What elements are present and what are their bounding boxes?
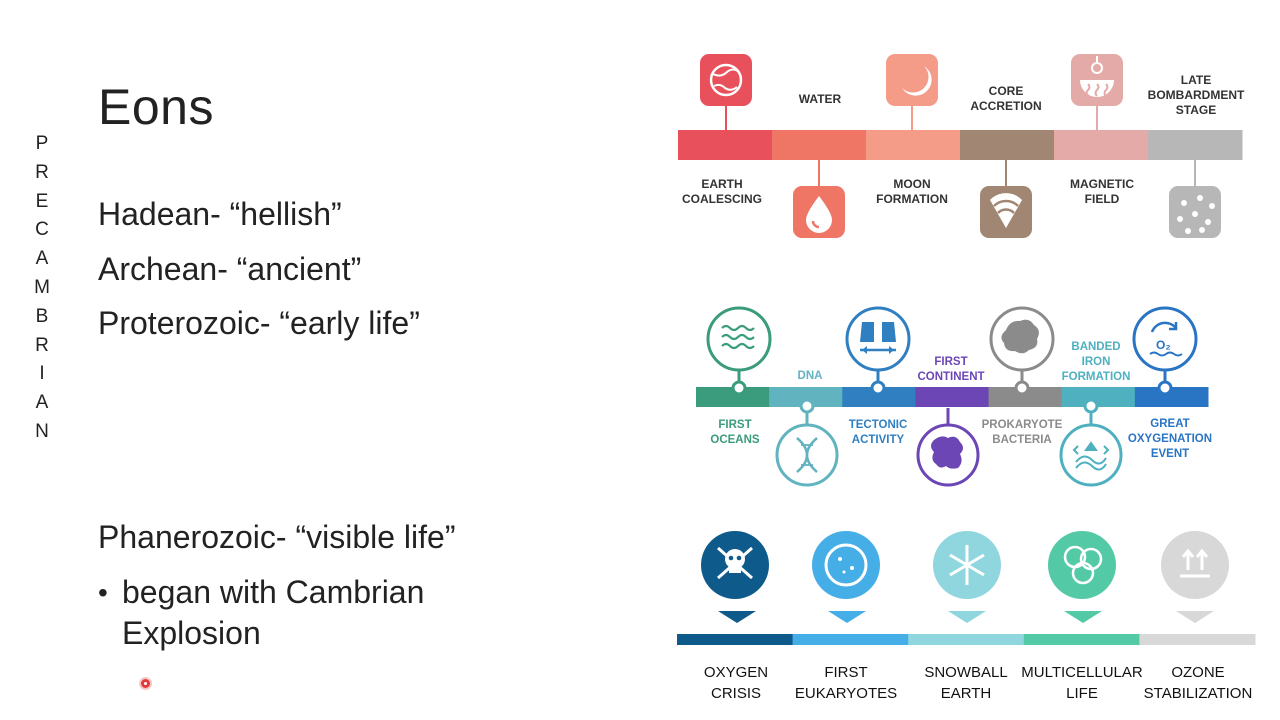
proterozoic-timeline-segment (908, 634, 1025, 645)
vertical-letter: B (35, 305, 49, 327)
archean-timeline-segment (915, 387, 990, 407)
label-water: WATER (798, 92, 842, 106)
bullet-text: began with Cambrian Explosion (122, 574, 425, 651)
eon-phanerozoic: Phanerozoic- “visible life” (98, 519, 456, 555)
label-banded-iron-formation: BANDED IRON FORMATION (1061, 341, 1131, 383)
skull-crossbones-icon (701, 531, 769, 599)
eon-proterozoic: Proterozoic- “early life” (98, 305, 420, 341)
svg-text:O₂: O₂ (1156, 338, 1171, 352)
label-tectonic-activity: TECTONIC ACTIVITY (848, 419, 908, 446)
vertical-letter: A (35, 248, 49, 270)
label-magnetic-field: MAGNETIC FIELD (1070, 177, 1134, 206)
label-ozone-stabilization: OZONE STABILIZATION (1143, 664, 1253, 702)
moon-icon (886, 54, 938, 106)
label-first-continent: FIRST CONTINENT (917, 356, 985, 383)
vertical-letter: R (35, 334, 49, 356)
vertical-letter: A (35, 392, 49, 414)
vertical-precambrian-label: P R E C A M B R I A N (34, 130, 50, 447)
vertical-letter: C (35, 219, 49, 241)
hadean-timeline-segment (1148, 130, 1243, 160)
waves-icon (721, 324, 755, 350)
vertical-letter: P (35, 133, 49, 154)
bullet-item: • began with Cambrian Explosion (98, 572, 482, 654)
proterozoic-timeline-segment (677, 634, 794, 645)
label-snowball-earth: SNOWBALL EARTH (924, 664, 1008, 702)
archean-timeline-segment (988, 387, 1063, 407)
label-first-oceans: FIRST OCEANS (710, 419, 760, 446)
label-multicellular-life: MULTICELLULAR LIFE (1021, 664, 1143, 702)
vertical-letter: I (39, 363, 45, 385)
laser-pointer-icon (141, 679, 150, 688)
label-earth-coalescing: EARTH COALESCING (681, 177, 762, 206)
tectonic-plates-icon (860, 322, 896, 354)
slide-title: Eons (98, 79, 214, 135)
label-oxygen-crisis: OXYGEN CRISIS (703, 664, 769, 702)
eon-hadean: Hadean- “hellish” (98, 196, 342, 232)
planet-icon (700, 54, 752, 106)
dna-icon (796, 437, 818, 473)
proterozoic-timeline-segment (1023, 634, 1140, 645)
label-moon-formation: MOON FORMATION (876, 177, 948, 206)
archean-timeline-segment (696, 387, 770, 407)
magnet-field-icon (1071, 54, 1123, 106)
label-late-bombardment: LATE BOMBARDMENT STAGE (1147, 73, 1245, 117)
water-drop-icon (793, 186, 845, 238)
snowflake-icon (933, 531, 1001, 599)
label-dna: DNA (797, 370, 823, 382)
label-first-eukaryotes: FIRST EUKARYOTES (794, 664, 898, 702)
label-great-oxygenation-event: GREAT OXYGENATION EVENT (1127, 418, 1213, 460)
hadean-timeline-segment (1054, 130, 1149, 160)
vertical-letter: R (35, 161, 49, 183)
iron-layers-icon (1072, 441, 1110, 471)
archean-timeline-segment (1061, 387, 1136, 407)
continent-icon (931, 436, 963, 469)
hadean-timeline-segment (960, 130, 1055, 160)
hadean-timeline-segment (866, 130, 961, 160)
eon-archean: Archean- “ancient” (98, 251, 362, 287)
archean-timeline-segment (842, 387, 916, 407)
meteor-rain-icon (1169, 186, 1221, 238)
hadean-timeline-segment (772, 130, 867, 160)
vertical-letter: M (34, 276, 50, 298)
proterozoic-timeline-segment (1139, 634, 1256, 645)
bacteria-icon (1001, 319, 1039, 354)
oxygen-icon: O₂ (1149, 321, 1183, 357)
vertical-letter: E (35, 190, 49, 212)
label-prokaryote-bacteria: PROKARYOTE BACTERIA (981, 419, 1063, 446)
bullet-dot: • (98, 577, 108, 608)
ozone-arrows-icon (1161, 531, 1229, 599)
vertical-letter: N (35, 420, 49, 442)
archean-timeline-segment (769, 387, 843, 407)
wifi-core-icon (980, 186, 1032, 238)
multicell-icon (1048, 531, 1116, 599)
cell-icon (812, 531, 880, 599)
label-core-accretion: CORE ACCRETION (970, 84, 1042, 113)
proterozoic-timeline-segment (792, 634, 909, 645)
hadean-timeline-segment (678, 130, 773, 160)
archean-timeline-segment (1134, 387, 1209, 407)
